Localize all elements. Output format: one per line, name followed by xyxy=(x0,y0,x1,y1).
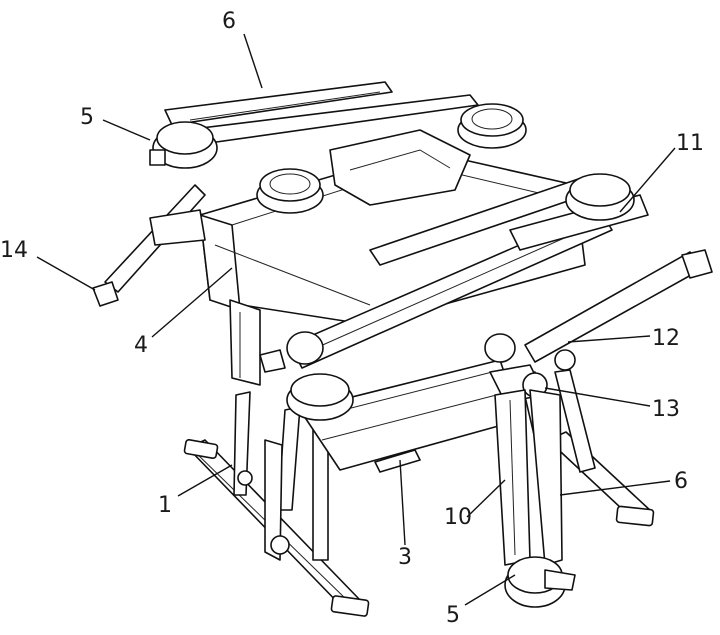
arm-folded-rear xyxy=(494,389,563,566)
motor-front-center xyxy=(259,331,354,421)
tank-caps xyxy=(256,103,527,214)
callout-1: 1 xyxy=(158,493,172,518)
callout-4: 4 xyxy=(134,333,148,358)
leader-lines xyxy=(36,33,676,606)
callout-12: 12 xyxy=(652,326,680,351)
callout-11: 11 xyxy=(676,131,704,156)
landing-skid-rear xyxy=(547,431,655,527)
callout-5-left: 5 xyxy=(80,105,94,130)
callout-3: 3 xyxy=(398,545,412,570)
callout-13: 13 xyxy=(652,397,680,422)
callout-6-right: 6 xyxy=(674,469,688,494)
callout-14: 14 xyxy=(0,238,28,263)
motor-front-left xyxy=(149,121,218,169)
motor-bottom xyxy=(504,556,576,608)
motor-upper-right xyxy=(565,173,635,221)
callout-10: 10 xyxy=(444,505,472,530)
arm-left xyxy=(92,184,206,307)
callout-labels: 6 5 14 4 11 12 13 6 1 3 10 5 xyxy=(0,9,704,628)
arm-right xyxy=(524,249,713,371)
callout-5-bottom: 5 xyxy=(446,603,460,628)
callout-6-top: 6 xyxy=(222,9,236,34)
